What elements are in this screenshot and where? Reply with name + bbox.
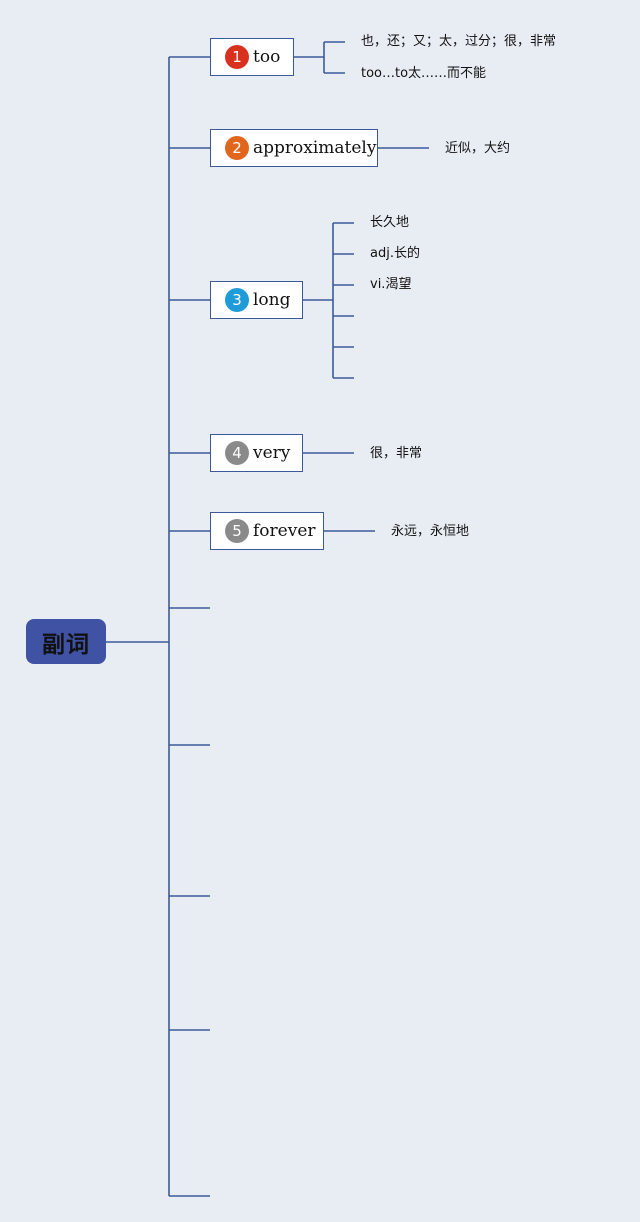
topic-label: long [253,290,291,310]
topic-2-note-1: 近似，大约 [445,141,511,156]
topic-label: approximately [253,138,377,158]
topic-node-forever[interactable]: 5 forever [210,512,324,550]
topic-1-note-1: 也，还；又；太，过分；很，非常 [361,34,557,49]
topic-4-note-1: 很，非常 [370,446,423,461]
topic-3-note-2: adj.长的 [370,246,420,261]
topic-label: forever [253,521,316,541]
number-badge-icon: 4 [225,441,249,465]
topic-5-note-1: 永远，永恒地 [391,524,470,539]
topic-3-note-3: vi.渴望 [370,277,412,292]
topic-label: too [253,47,281,67]
topic-node-approximately[interactable]: 2 approximately [210,129,378,167]
number-badge-icon: 2 [225,136,249,160]
root-node[interactable]: 副词 [26,619,106,664]
number-badge-icon: 3 [225,288,249,312]
topic-3-note-1: 长久地 [370,215,410,230]
topic-node-long[interactable]: 3 long [210,281,303,319]
topic-node-very[interactable]: 4 very [210,434,303,472]
number-badge-icon: 1 [225,45,249,69]
root-label: 副词 [42,631,90,658]
number-badge-icon: 5 [225,519,249,543]
topic-1-note-2: too…to太……而不能 [361,66,487,81]
topic-label: very [253,443,291,463]
topic-node-too[interactable]: 1 too [210,38,294,76]
